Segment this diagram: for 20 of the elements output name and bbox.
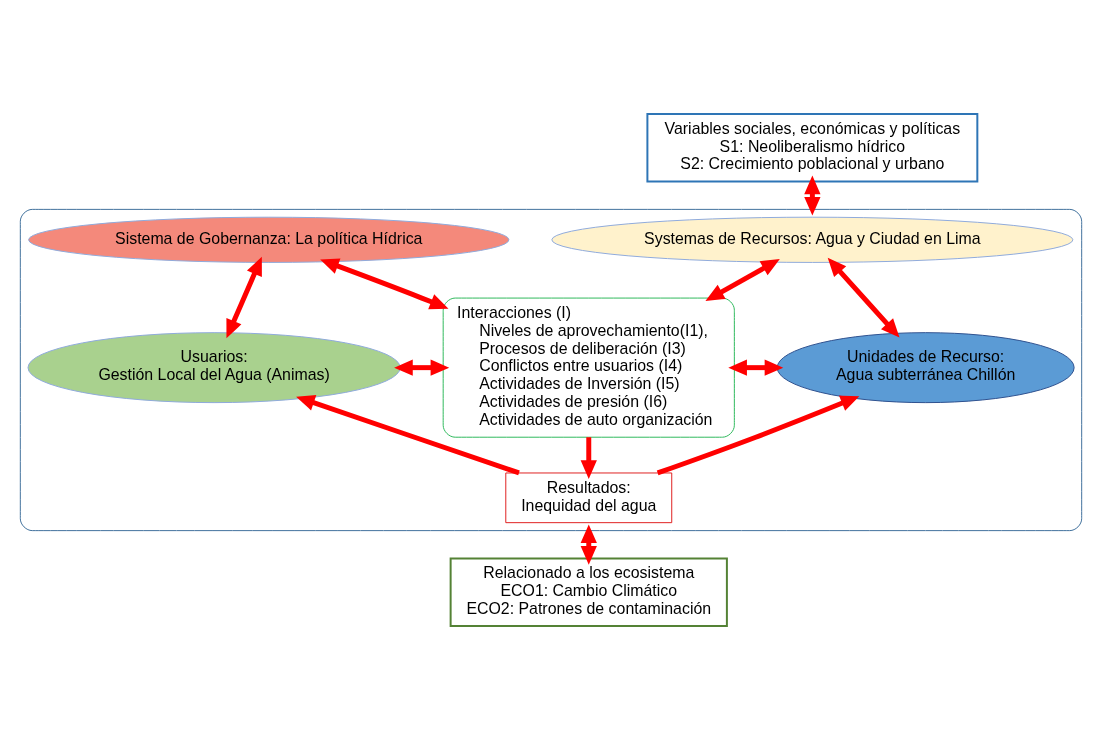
node-box: Variables sociales, económicas y políticas S1: Neoliberalismo hídrico S2: Crecimiento poblacional y urbano (646, 113, 979, 183)
arrow (580, 437, 597, 479)
node-ellipse: Unidades de Recurso: Agua subterránea Chillón (776, 332, 1075, 404)
node-ellipse: Sistema de Gobernanza: La política Hídrica (28, 216, 510, 263)
node-box: Resultados: Inequidad del agua (505, 472, 673, 524)
arrow (804, 175, 821, 216)
arrow (705, 259, 780, 301)
arrow (226, 256, 262, 339)
node-ellipse: Systemas de Recursos: Agua y Ciudad en Lima (551, 216, 1074, 263)
arrow (320, 258, 449, 310)
arrow (580, 524, 597, 565)
arrow (656, 395, 860, 476)
node-box: Interacciones (I) Niveles de aprovechamiento(I1), Procesos de deliberación (I3) Conflictos entre usuarios (I4) Actividades de Inversión (I5) Actividades de presión (I6) Actividades de auto organización (442, 297, 735, 438)
arrow (394, 359, 450, 376)
arrow (296, 395, 520, 476)
cluster (19, 208, 1083, 532)
arrow (728, 359, 784, 376)
arrow (827, 257, 900, 338)
node-box: Relacionado a los ecosistema ECO1: Cambio Climático ECO2: Patrones de contaminación (449, 557, 728, 627)
node-ellipse: Usuarios: Gestión Local del Agua (Animas) (27, 332, 401, 404)
